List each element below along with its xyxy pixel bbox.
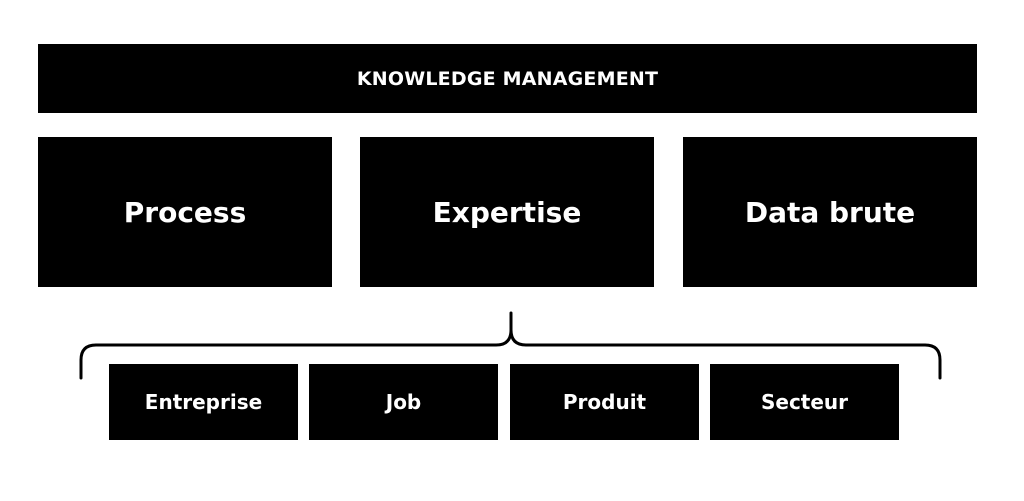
category-process: Process: [38, 137, 332, 287]
subcategory-label: Produit: [562, 390, 647, 414]
category-label: Expertise: [432, 195, 582, 229]
subcategory-entreprise: Entreprise: [109, 364, 298, 440]
category-label: Process: [123, 195, 247, 229]
subcategory-secteur: Secteur: [710, 364, 899, 440]
subcategory-label: Job: [385, 390, 422, 414]
subcategory-label: Secteur: [760, 390, 849, 414]
knowledge-management-header: KNOWLEDGE MANAGEMENT: [38, 44, 977, 113]
subcategory-produit: Produit: [510, 364, 699, 440]
category-data-brute: Data brute: [683, 137, 977, 287]
category-label: Data brute: [744, 195, 916, 229]
category-expertise: Expertise: [360, 137, 654, 287]
subcategory-label: Entreprise: [144, 390, 263, 414]
subcategory-job: Job: [309, 364, 498, 440]
header-title: KNOWLEDGE MANAGEMENT: [356, 67, 659, 90]
